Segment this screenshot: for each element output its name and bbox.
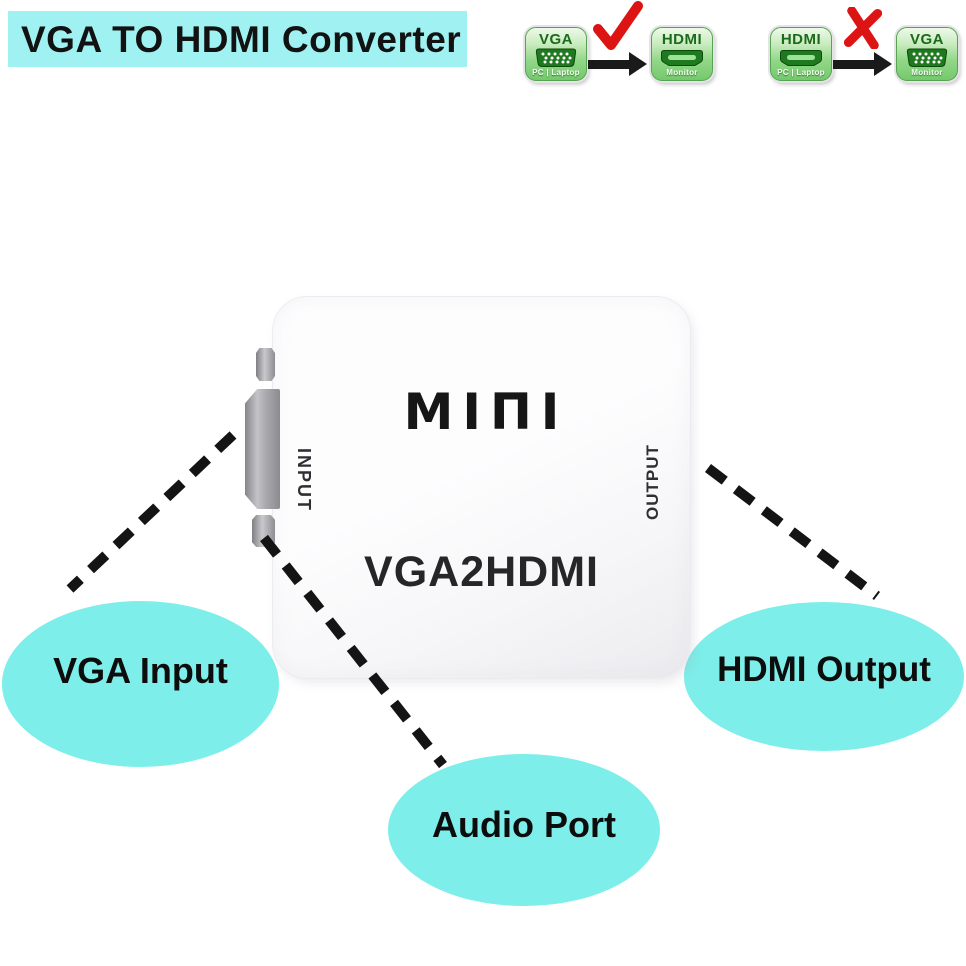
title-banner: VGA TO HDMI Converter bbox=[8, 11, 467, 67]
model-label: VGA2HDMI bbox=[364, 548, 599, 596]
port-label: HDMI bbox=[780, 31, 822, 48]
callout-label: VGA Input bbox=[53, 650, 228, 691]
hdmi-source-box: HDMI PC | Laptop bbox=[770, 27, 832, 81]
callout-audio-port: Audio Port bbox=[388, 754, 660, 906]
port-label: VGA bbox=[538, 31, 573, 48]
flow-hdmi-to-vga: HDMI PC | Laptop VGA bbox=[770, 7, 958, 81]
mini-logo: MIΠI bbox=[403, 383, 569, 441]
flow-vga-to-hdmi: VGA PC | Laptop HDMI bbox=[525, 1, 713, 81]
callout-vga-input: VGA Input bbox=[2, 601, 279, 767]
hdmi-target-box: HDMI Monitor bbox=[651, 27, 713, 81]
callout-label: Audio Port bbox=[432, 804, 616, 845]
port-caption: PC | Laptop bbox=[532, 68, 580, 77]
port-caption: PC | Laptop bbox=[777, 68, 825, 77]
vga-port-icon bbox=[535, 48, 577, 67]
vga-target-box: VGA Monitor bbox=[896, 27, 958, 81]
cross-icon bbox=[844, 7, 882, 49]
hdmi-port-icon bbox=[780, 50, 822, 66]
vga-connector bbox=[245, 389, 280, 509]
converter-device: MIΠI INPUT OUTPUT VGA2HDMI bbox=[245, 297, 690, 678]
callout-label: HDMI Output bbox=[717, 649, 931, 689]
vga-source-box: VGA PC | Laptop bbox=[525, 27, 587, 81]
port-label: VGA bbox=[909, 31, 944, 48]
callout-line-hdmi-output bbox=[704, 464, 881, 600]
flow-connector bbox=[587, 1, 651, 81]
arrow-right-icon bbox=[588, 52, 647, 76]
screw-post-bottom bbox=[252, 515, 275, 547]
vga-port-icon bbox=[906, 48, 948, 67]
port-label: HDMI bbox=[661, 31, 703, 48]
check-icon bbox=[593, 1, 643, 50]
input-label: INPUT bbox=[294, 448, 314, 512]
callout-hdmi-output: HDMI Output bbox=[684, 602, 964, 751]
hdmi-port-icon bbox=[661, 50, 703, 66]
screw-post-top bbox=[256, 348, 275, 381]
port-caption: Monitor bbox=[666, 68, 698, 77]
port-caption: Monitor bbox=[911, 68, 943, 77]
arrow-right-icon bbox=[833, 52, 892, 76]
output-label: OUTPUT bbox=[643, 444, 662, 520]
callout-line-vga-input bbox=[66, 431, 237, 593]
flow-connector bbox=[832, 7, 896, 81]
